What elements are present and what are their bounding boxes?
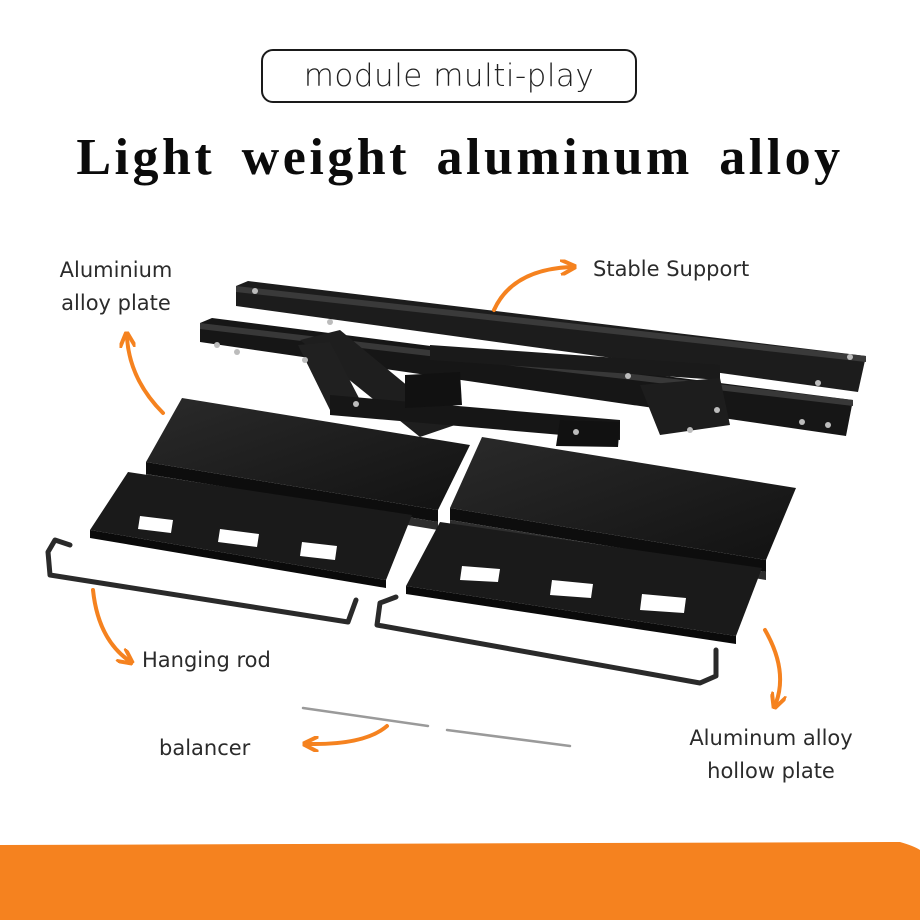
balancer-rods bbox=[301, 706, 572, 748]
aluminum-alloy-hollow-plates bbox=[90, 472, 762, 644]
callout-hollow-line2: hollow plate bbox=[707, 759, 835, 783]
callout-hollow-plate: Aluminum alloy hollow plate bbox=[676, 722, 866, 788]
page-title: Light weight aluminum alloy bbox=[76, 129, 844, 186]
module-badge-text: module multi-play bbox=[303, 58, 595, 94]
callout-balancer: balancer bbox=[159, 736, 251, 760]
callout-stable-support: Stable Support bbox=[593, 257, 750, 281]
hanging-rods bbox=[45, 537, 719, 686]
callout-plate-line1: Aluminium bbox=[59, 258, 173, 282]
curved-arrow-icon bbox=[91, 267, 780, 744]
callout-hollow-line1: Aluminum alloy bbox=[689, 726, 853, 750]
stable-support-frame bbox=[200, 281, 866, 447]
callout-plate-line2: alloy plate bbox=[61, 291, 171, 315]
callout-hanging-rod: Hanging rod bbox=[142, 648, 271, 672]
module-badge: module multi-play bbox=[261, 49, 637, 103]
callout-aluminium-alloy-plate: Aluminium alloy plate bbox=[52, 254, 180, 320]
orange-footer-band bbox=[0, 842, 920, 920]
